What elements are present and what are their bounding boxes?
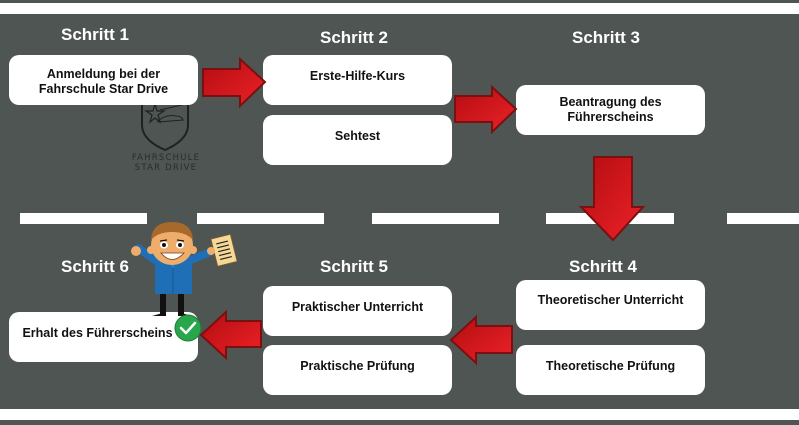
step-5-item-2-text: Praktische Prüfung <box>300 359 415 373</box>
step-4-item-1-text: Theoretischer Unterricht <box>537 293 684 307</box>
step-2-box-first-aid: Erste-Hilfe-Kurs <box>263 55 452 105</box>
step-4-title: Schritt 4 <box>568 257 638 276</box>
happy-person-icon <box>131 222 214 316</box>
step-5-item-1-text: Praktischer Unterricht <box>291 300 424 314</box>
step-5-title: Schritt 5 <box>319 257 389 276</box>
step-1-box: Anmeldung bei der Fahrschule Star Drive <box>9 55 198 105</box>
step-4-item-2-text: Theoretische Prüfung <box>545 359 676 373</box>
step-3-box: Beantragung des Führerscheins <box>516 85 705 135</box>
step-5-box-practical-exam: Praktische Prüfung <box>263 345 452 395</box>
step-3-title: Schritt 3 <box>571 28 641 47</box>
step-1-title: Schritt 1 <box>60 25 130 44</box>
step-4-box-theory-lessons: Theoretischer Unterricht <box>516 280 705 330</box>
road-dash <box>20 213 147 224</box>
step-2-item-1-text: Erste-Hilfe-Kurs <box>309 69 406 83</box>
step-2-title: Schritt 2 <box>319 28 389 47</box>
arrow-right-icon <box>454 84 518 135</box>
road-dash <box>727 213 799 224</box>
arrow-left-icon <box>199 309 262 361</box>
step-5-box-practical-lessons: Praktischer Unterricht <box>263 286 452 336</box>
checkmark-icon <box>174 314 202 342</box>
road-dash <box>372 213 499 224</box>
step-4-box-theory-exam: Theoretische Prüfung <box>516 345 705 395</box>
step-6-item-text: Erhalt des Führerscheins <box>22 326 173 340</box>
road-dash <box>197 213 324 224</box>
arrow-left-icon <box>449 314 513 366</box>
step-3-item-text: Beantragung des Führerscheins <box>559 95 662 124</box>
step-1-item-text: Anmeldung bei der Fahrschule Star Drive <box>38 67 169 96</box>
logo-text-line1: FAHRSCHULE <box>131 153 201 163</box>
step-2-box-eye-test: Sehtest <box>263 115 452 165</box>
step-2-item-2-text: Sehtest <box>334 129 381 143</box>
step-6-title: Schritt 6 <box>60 257 130 276</box>
bottom-road-edge <box>0 409 799 420</box>
arrow-down-icon <box>578 156 646 242</box>
top-road-edge <box>0 3 799 14</box>
step-6-box: Erhalt des Führerscheins <box>9 312 198 362</box>
logo-text-line2: STAR DRIVE <box>134 163 198 173</box>
arrow-right-icon <box>202 56 267 109</box>
